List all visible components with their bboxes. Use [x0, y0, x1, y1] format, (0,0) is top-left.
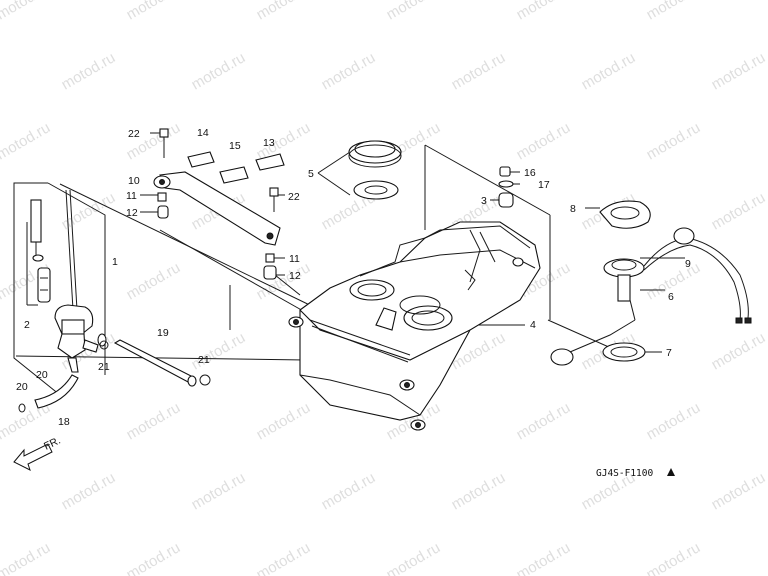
watermark-text: motod.ru — [254, 0, 314, 23]
callout-15: 15 — [229, 140, 241, 152]
callout-20-upper: 20 — [36, 369, 48, 381]
watermark-text: motod.ru — [644, 0, 704, 23]
watermark-text: motod.ru — [189, 469, 249, 513]
callout-16: 16 — [524, 167, 536, 179]
watermark-text: motod.ru — [514, 399, 574, 443]
watermark-text: motod.ru — [514, 119, 574, 163]
diagram-code: GJ4S-F1100 — [596, 468, 653, 479]
watermark-text: motod.ru — [0, 539, 53, 576]
callout-12-lower: 12 — [289, 270, 301, 282]
watermark-text: motod.ru — [449, 469, 509, 513]
watermark-text: motod.ru — [124, 259, 184, 303]
watermark-text: motod.ru — [319, 469, 379, 513]
callout-4: 4 — [530, 319, 536, 331]
watermark-text: motod.ru — [644, 119, 704, 163]
watermark-text: motod.ru — [579, 49, 639, 93]
callout-2: 2 — [24, 319, 30, 331]
callout-11-lower: 11 — [289, 253, 300, 265]
watermark-text: motod.ru — [709, 49, 768, 93]
set-ring — [599, 200, 651, 229]
callout-19: 19 — [157, 327, 169, 339]
fuel-unit — [550, 227, 752, 366]
watermark-text: motod.ru — [449, 49, 509, 93]
watermark-text: motod.ru — [709, 329, 768, 373]
callouts: 1 2 3 4 5 6 7 8 9 10 11 11 12 12 13 14 1… — [16, 127, 691, 428]
fuel-tube — [18, 339, 211, 413]
watermark-text: motod.ru — [644, 399, 704, 443]
callout-5: 5 — [308, 168, 314, 180]
filler-cap-packing — [348, 140, 402, 200]
diagram-code-mark — [667, 468, 675, 476]
callout-10: 10 — [128, 175, 140, 187]
callout-8: 8 — [570, 203, 576, 215]
watermark-text: motod.ru — [644, 539, 704, 576]
callout-11-upper: 11 — [126, 190, 137, 202]
callout-1: 1 — [112, 256, 118, 268]
callout-21-left: 21 — [98, 361, 110, 373]
watermark-text: motod.ru — [0, 119, 53, 163]
watermark-text: motod.ru — [319, 49, 379, 93]
watermark-text: motod.ru — [709, 189, 768, 233]
front-arrow-label: FR. — [42, 434, 62, 452]
watermark-text: motod.ru — [514, 539, 574, 576]
tank-strap — [153, 171, 281, 246]
callout-22-lower: 22 — [288, 191, 300, 203]
callout-20-lower: 20 — [16, 381, 28, 393]
watermark-text: motod.ru — [189, 49, 249, 93]
callout-21-right: 21 — [198, 354, 210, 366]
callout-14: 14 — [197, 127, 209, 139]
watermark-text: motod.ru — [124, 0, 184, 23]
callout-13: 13 — [263, 137, 275, 149]
fuel-unit-packing — [602, 342, 646, 362]
fuel-strainer — [26, 199, 51, 306]
fasteners — [157, 128, 514, 280]
callout-22-upper: 22 — [128, 128, 140, 140]
fuel-tank — [288, 221, 541, 431]
watermark-text: motod.ru — [124, 539, 184, 576]
label-plates — [187, 151, 285, 184]
watermark-text: motod.ru — [709, 469, 768, 513]
front-arrow — [13, 443, 53, 471]
watermark-text: motod.ru — [254, 399, 314, 443]
watermark-text: motod.ru — [384, 0, 444, 23]
callout-18: 18 — [58, 416, 70, 428]
watermark-text: motod.ru — [124, 119, 184, 163]
callout-7: 7 — [666, 347, 672, 359]
watermark-text: motod.ru — [514, 0, 574, 23]
callout-12-upper: 12 — [126, 207, 138, 219]
callout-9: 9 — [685, 258, 691, 270]
callout-3: 3 — [481, 195, 487, 207]
watermark-text: motod.ru — [0, 0, 53, 23]
watermark-text: motod.ru — [59, 469, 119, 513]
callout-17: 17 — [538, 179, 550, 191]
watermark-text: motod.ru — [189, 329, 249, 373]
watermark-text: motod.ru — [384, 539, 444, 576]
watermark-text: motod.ru — [254, 539, 314, 576]
leader-lines — [13, 132, 685, 396]
fuel-cock — [54, 189, 107, 373]
watermark-text: motod.ru — [124, 399, 184, 443]
callout-6: 6 — [668, 291, 674, 303]
watermark-text: motod.ru — [59, 49, 119, 93]
